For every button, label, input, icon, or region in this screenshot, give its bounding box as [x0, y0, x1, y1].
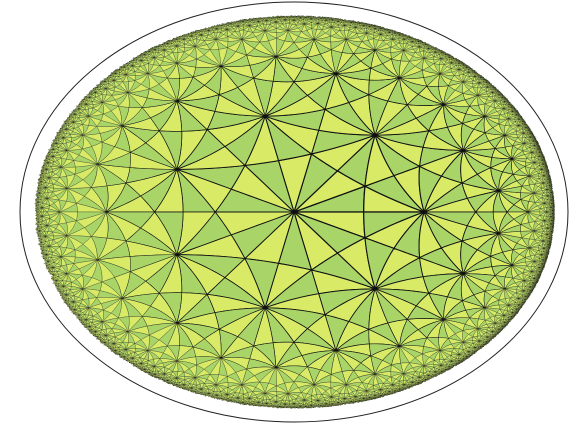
tiles-group: [34, 15, 556, 409]
disk-outline: [19, 1, 569, 423]
